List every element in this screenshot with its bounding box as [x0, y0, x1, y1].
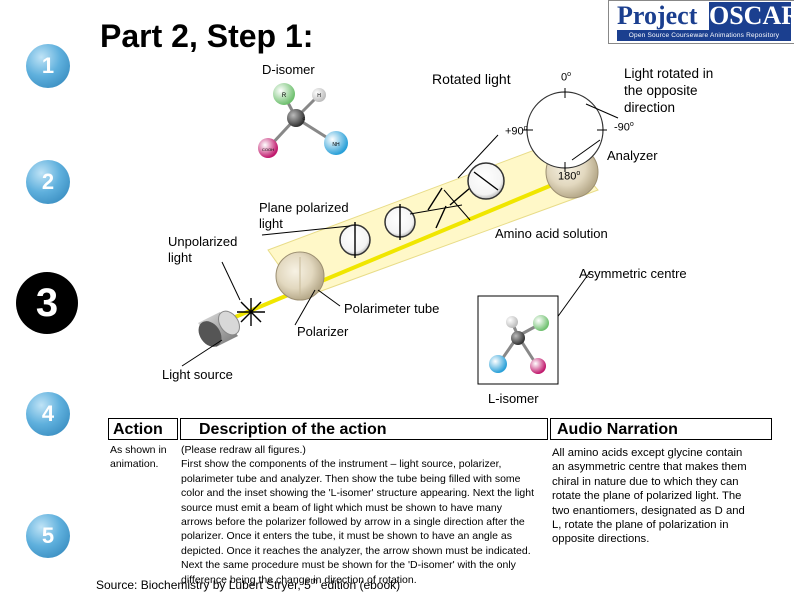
audio-narration-header: Audio Narration	[550, 418, 772, 440]
l-isomer-molecule	[477, 295, 559, 385]
d-c-label: C	[303, 116, 306, 121]
step-5-badge: 5	[26, 514, 70, 558]
d-isomer-label: D-isomer	[262, 62, 315, 77]
minus-90-label: -90o	[614, 121, 634, 134]
light-source-lamp	[198, 310, 240, 347]
plus-90-label: +90o	[505, 125, 528, 138]
analyzer-ring-near	[467, 162, 505, 200]
page-title: Part 2, Step 1:	[100, 18, 314, 54]
step-3-badge: 3	[16, 272, 78, 334]
d-isomer-molecule: R H C NH COOH	[255, 70, 348, 170]
d-h-label: H	[317, 93, 321, 99]
audio-narration-cell: All amino acids except glycine contain a…	[552, 447, 747, 546]
plane-polarized-label: Plane polarized light	[259, 200, 349, 231]
d-nh2-label: NH	[332, 142, 340, 148]
d-cooh-label: COOH	[262, 147, 274, 152]
action-cell: As shown in animation.	[110, 444, 167, 471]
source-citation: Source: Biochemistry by Lubert Stryer, 5…	[96, 577, 401, 592]
rotated-light-label: Rotated light	[432, 71, 511, 87]
amino-acid-solution-label: Amino acid solution	[495, 226, 608, 241]
action-header: Action	[108, 418, 178, 440]
rotation-dial	[523, 88, 607, 172]
description-header: Description of the action	[180, 418, 548, 440]
polarizer-disc	[275, 251, 325, 301]
l-isomer-label: L-isomer	[488, 391, 539, 406]
project-oscar-logo: Project OSCAR Open Source Courseware Ani…	[608, 0, 794, 44]
plane-polarized-ring	[339, 204, 416, 258]
polarimeter-diagram: R H C NH COOH	[181, 70, 619, 385]
light-source-label: Light source	[162, 367, 233, 382]
logo-word-oscar: OSCAR	[709, 1, 794, 30]
light-rotated-opposite-label: Light rotated in the opposite direction	[624, 66, 714, 115]
step-1-badge: 1	[26, 44, 70, 88]
polarizer-label: Polarizer	[297, 324, 349, 339]
unpolarized-light-label: Unpolarized light	[168, 234, 238, 265]
step-4-badge: 4	[26, 392, 70, 436]
logo-tagline: Open Source Courseware Animations Reposi…	[617, 30, 791, 41]
logo-word-project: Project	[617, 1, 698, 30]
zero-degree-label: 0o	[561, 71, 572, 84]
step-2-badge: 2	[26, 160, 70, 204]
analyzer-label: Analyzer	[607, 148, 658, 163]
rotation-arrows	[427, 187, 471, 229]
d-r-label: R	[282, 93, 287, 99]
description-cell: (Please redraw all figures.) First show …	[181, 444, 535, 586]
unpolarized-arrows	[237, 298, 265, 326]
180-degree-label: 180o	[558, 170, 581, 183]
polarimeter-tube-label: Polarimeter tube	[344, 301, 440, 316]
asymmetric-centre-label: Asymmetric centre	[579, 266, 687, 281]
